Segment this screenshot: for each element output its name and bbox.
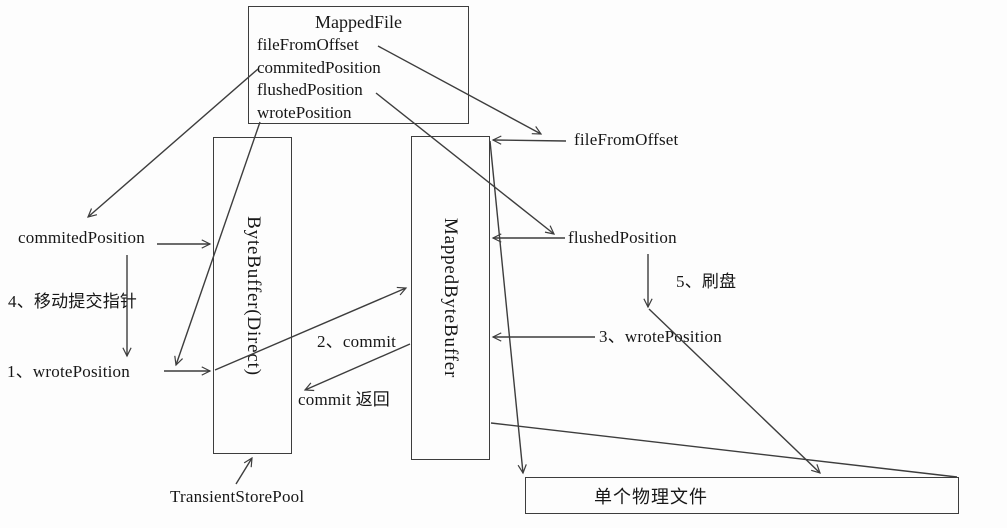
mappedfile-title: MappedFile xyxy=(315,12,402,32)
arrow-buffer-to-file-start xyxy=(489,140,527,475)
mappedbytebuffer-label: MappedByteBuffer xyxy=(440,217,462,379)
line-buffer-to-file-end xyxy=(490,422,958,478)
mappedbytebuffer-box: MappedByteBuffer xyxy=(411,136,490,460)
label-step3-wrote-position: 3、wrotePosition xyxy=(599,327,722,346)
mappedfile-field-commitedposition: commitedPosition xyxy=(257,57,381,77)
label-step5-flush-disk: 5、刷盘 xyxy=(676,272,737,291)
physical-file-label: 单个物理文件 xyxy=(594,486,708,507)
label-transient-store-pool: TransientStorePool xyxy=(170,487,305,506)
label-step2-commit: 2、commit xyxy=(317,332,397,351)
label-step1-wrote-position: 1、wrotePosition xyxy=(7,362,130,381)
label-commited-position: commitedPosition xyxy=(18,228,145,247)
arrow-transientstorepool xyxy=(235,456,253,485)
mappedfile-field-wroteposition: wrotePosition xyxy=(257,102,352,122)
label-step4-move-commit-pointer: 4、移动提交指针 xyxy=(8,292,138,311)
mappedfile-field-filefromoffset: fileFromOffset xyxy=(257,35,359,54)
label-file-from-offset: fileFromOffset xyxy=(574,130,679,149)
mappedfile-field-flushedposition: flushedPosition xyxy=(257,80,363,99)
arrow-filefromoffset-into-buffer xyxy=(491,135,567,145)
bytebuffer-direct-box: ByteBuffer(Direct) xyxy=(213,137,292,454)
label-flushed-position: flushedPosition xyxy=(568,228,677,247)
physical-file-box: 单个物理文件 xyxy=(525,477,959,514)
label-commit-return: commit 返回 xyxy=(298,390,390,409)
bytebuffer-direct-label: ByteBuffer(Direct) xyxy=(242,215,264,376)
mappedfile-box: MappedFile fileFromOffset commitedPositi… xyxy=(248,6,469,124)
